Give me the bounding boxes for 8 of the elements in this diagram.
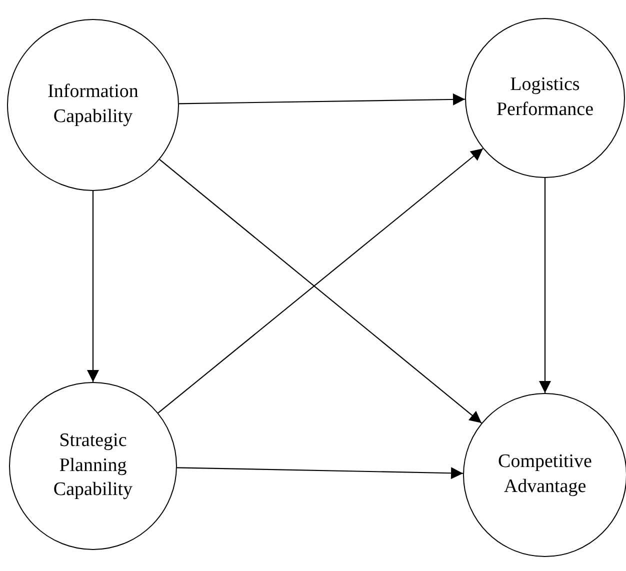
- node-label: Logistics Performance: [495, 73, 595, 122]
- arrow: [178, 93, 466, 106]
- arrow: [176, 467, 464, 480]
- arrow: [539, 178, 551, 393]
- node-label: Competitive Advantage: [497, 450, 593, 499]
- node-label: Information Capability: [46, 80, 140, 129]
- arrow: [87, 191, 99, 382]
- node-label: Strategic Planning Capability: [52, 428, 134, 502]
